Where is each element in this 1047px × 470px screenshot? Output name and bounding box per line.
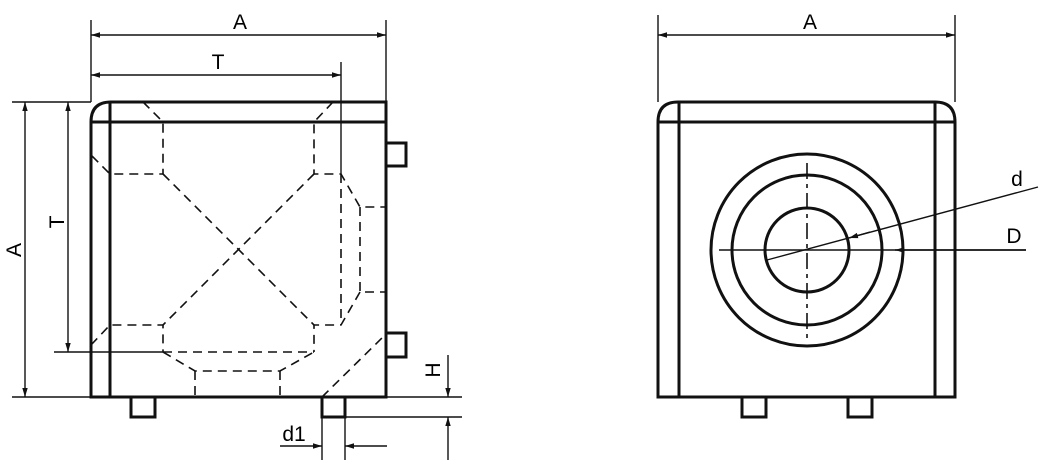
label-front-width: A	[803, 11, 817, 34]
pin-front-right	[846, 395, 874, 419]
pin-right-top	[384, 141, 408, 168]
label-bore-d: d	[1011, 168, 1023, 191]
label-pin-diameter: d1	[282, 423, 305, 446]
pin-bottom-left	[129, 395, 157, 419]
label-side-thread-depth-v: T	[46, 215, 69, 228]
label-side-height: A	[3, 243, 26, 257]
dimension-lines	[12, 20, 462, 460]
label-bore-D: D	[1006, 225, 1021, 248]
hidden-lines	[90, 101, 387, 398]
label-side-width: A	[233, 11, 247, 34]
side-view: A T A T H d1	[3, 11, 462, 460]
pin-right-bottom	[384, 331, 408, 359]
label-side-thread-depth-h: T	[212, 51, 225, 74]
front-view: A d D	[656, 11, 1039, 419]
leader-d	[766, 186, 1039, 261]
label-pin-height: H	[422, 362, 445, 377]
pin-bottom-right	[320, 395, 347, 419]
pin-front-left	[740, 395, 768, 419]
side-body	[89, 100, 388, 399]
